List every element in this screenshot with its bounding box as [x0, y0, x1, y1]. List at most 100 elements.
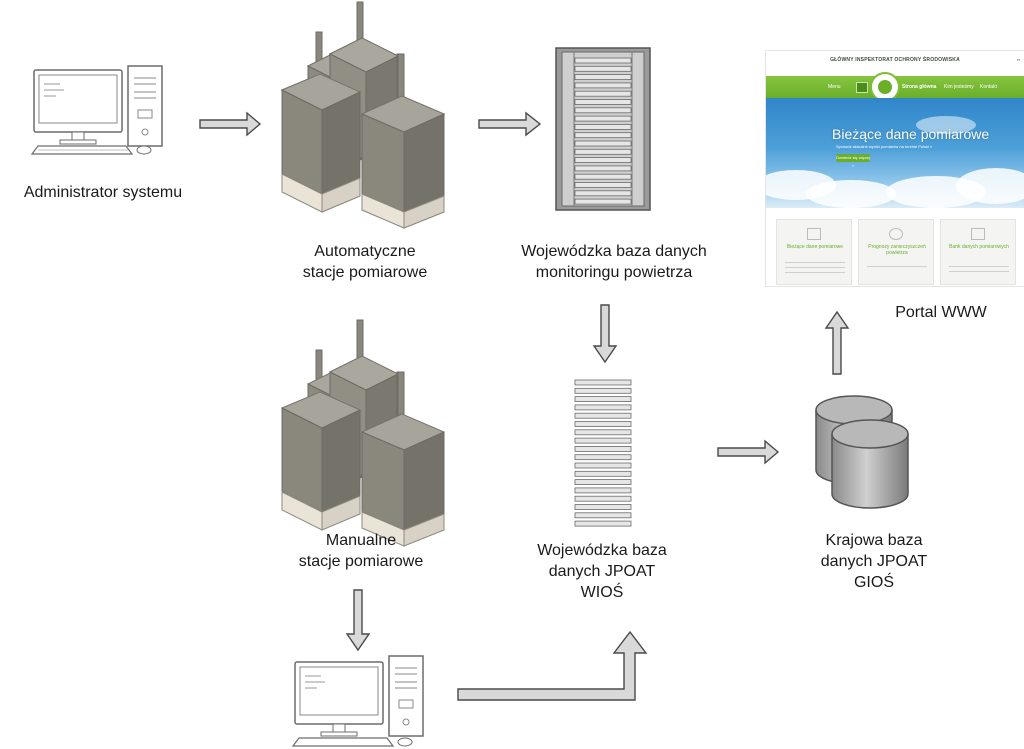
- national-db-label-line-2: danych JPOAT: [820, 553, 928, 570]
- card-text-line: [867, 266, 927, 267]
- rack-slot: [574, 115, 632, 122]
- national-db-label-line-1: Krajowa baza: [825, 532, 923, 549]
- arrow-jpoat-db-to-national-db: [717, 439, 780, 465]
- national-db-cylinders-icon: [815, 395, 909, 509]
- manual-stations-label-line-2: stacje pomiarowe: [298, 553, 424, 570]
- portal-card-title: Prognozy zanieczyszczeń powietrza: [868, 244, 926, 256]
- rack-slot: [574, 454, 632, 461]
- portal-screenshot: GŁÓWNY INSPEKTORAT OCHRONY ŚRODOWISKA ▪▪…: [765, 50, 1024, 287]
- rack-slot: [574, 99, 632, 105]
- arrow-admin-to-auto-stations: [199, 111, 262, 137]
- portal-label-line-1: Portal WWW: [895, 304, 987, 321]
- auto-stations-label-line-2: stacje pomiarowe: [302, 264, 428, 281]
- regional-jpoat-db-label-line-2: danych JPOAT: [548, 563, 656, 580]
- rack-slot: [574, 470, 632, 477]
- rack-slot: [574, 429, 632, 436]
- rack-slot: [574, 148, 632, 155]
- admin-computer-icon: [30, 65, 163, 155]
- rack-slot: [574, 379, 632, 386]
- portal-corner-icon: ▪▪: [1017, 57, 1020, 62]
- automatic-stations-server-icon: [281, 1, 445, 229]
- rack-slot: [574, 57, 632, 64]
- rack-slot: [574, 504, 632, 510]
- rack-slot: [574, 173, 632, 180]
- rack-slot: [574, 512, 632, 519]
- rack-slot: [574, 387, 632, 394]
- regional-jpoat-db-rack-rungs: [574, 379, 632, 527]
- portal-logo-icon: [870, 72, 900, 102]
- manual-stations-server-icon: [281, 319, 445, 547]
- arrow-air-db-to-jpoat-db: [592, 304, 618, 364]
- rack-slot: [574, 157, 632, 164]
- regional-air-db-rack-rungs: [574, 57, 632, 205]
- regional-jpoat-db-label-line-3: WIOŚ: [580, 584, 624, 601]
- rack-slot: [574, 479, 632, 486]
- national-db-label: Krajowa baza danych JPOAT GIOŚ: [786, 530, 962, 593]
- admin-label: Administrator systemu: [8, 182, 198, 203]
- rack-slot: [574, 198, 632, 205]
- arrow-manual-stations-to-computer: [345, 589, 371, 652]
- rack-slot: [574, 165, 632, 172]
- portal-nav-contact: Kontakt: [980, 84, 997, 90]
- rack-slot: [574, 74, 632, 80]
- hero-cloud: [916, 116, 976, 134]
- portal-card-title: Bieżące dane pomiarowe: [786, 244, 844, 250]
- portal-label: Portal WWW: [870, 302, 1012, 323]
- database-icon: [971, 228, 985, 240]
- rack-slot: [574, 396, 632, 403]
- chart-icon: [807, 228, 821, 240]
- card-text-line: [949, 266, 1009, 267]
- auto-stations-label: Automatyczne stacje pomiarowe: [278, 241, 452, 283]
- rack-slot: [574, 462, 632, 469]
- rack-slot: [574, 182, 632, 188]
- rack-slot: [574, 90, 632, 97]
- manual-stations-label: Manualne stacje pomiarowe: [274, 530, 448, 572]
- rack-slot: [574, 124, 632, 130]
- rack-slot: [574, 437, 632, 444]
- regional-air-db-label-line-1: Wojewódzka baza danych: [521, 243, 707, 260]
- portal-card-title: Bank danych pomiarowych: [949, 244, 1009, 250]
- arrow-computer-to-jpoat-db: [457, 630, 648, 701]
- rack-slot: [574, 65, 632, 72]
- portal-nav-home: Strona główna: [902, 84, 937, 90]
- rack-slot: [574, 445, 632, 452]
- portal-hero: [766, 98, 1024, 208]
- card-text-line: [949, 271, 1009, 272]
- portal-card: Bieżące dane pomiarowe: [776, 219, 852, 285]
- portal-nav-bar: Menu Strona główna Kim jesteśmy Kontakt: [766, 72, 1024, 102]
- portal-nav-menu: Menu: [828, 84, 841, 90]
- portal-site-title: GŁÓWNY INSPEKTORAT OCHRONY ŚRODOWISKA: [830, 57, 960, 63]
- hero-cloud: [806, 180, 896, 208]
- manual-stations-label-line-1: Manualne: [325, 532, 397, 549]
- card-text-line: [785, 262, 845, 263]
- national-db-label-line-3: GIOŚ: [853, 574, 894, 591]
- portal-card: Bank danych pomiarowych: [940, 219, 1016, 285]
- rack-slot: [574, 412, 632, 419]
- portal-menu-icon: [856, 82, 868, 93]
- rack-slot: [574, 132, 632, 139]
- rack-slot: [574, 140, 632, 147]
- hero-cloud: [956, 168, 1024, 204]
- regional-air-db-label: Wojewódzka baza danych monitoringu powie…: [500, 241, 728, 283]
- rack-slot: [574, 404, 632, 411]
- rack-slot: [574, 520, 632, 527]
- rack-slot: [574, 495, 632, 502]
- rack-slot: [574, 82, 632, 89]
- operator-computer-icon: [291, 655, 424, 747]
- card-text-line: [785, 272, 845, 273]
- card-text-line: [785, 267, 845, 268]
- rack-slot: [574, 487, 632, 494]
- portal-hero-button: Dowiedz się więcej »: [836, 154, 870, 168]
- arrow-auto-stations-to-air-db: [478, 111, 542, 137]
- portal-nav-about: Kim jesteśmy: [944, 84, 974, 90]
- rack-slot: [574, 190, 632, 197]
- admin-label-line-1: Administrator systemu: [23, 184, 183, 201]
- rack-slot: [574, 421, 632, 427]
- portal-card: Prognozy zanieczyszczeń powietrza: [858, 219, 934, 285]
- portal-hero-title: Bieżące dane pomiarowe: [832, 126, 990, 142]
- globe-icon: [889, 228, 903, 240]
- regional-jpoat-db-label-line-1: Wojewódzka baza: [537, 542, 667, 559]
- auto-stations-label-line-1: Automatyczne: [314, 243, 416, 260]
